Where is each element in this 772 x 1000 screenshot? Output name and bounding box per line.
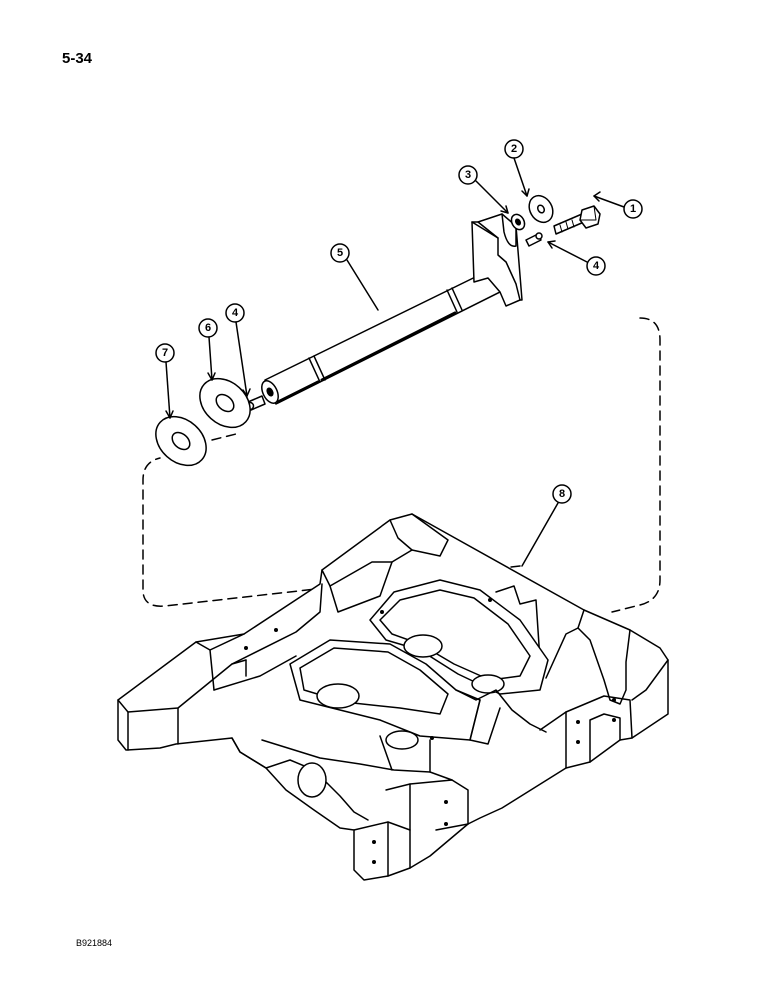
callout-label-3: 3 <box>465 169 471 181</box>
washer-part-2 <box>528 194 554 224</box>
callout-label-2: 2 <box>511 143 517 155</box>
bolt-holes <box>244 598 616 864</box>
nut-part-3 <box>510 213 526 231</box>
callout-5: 5 <box>330 243 379 311</box>
callout-2: 2 <box>504 139 530 197</box>
callout-3: 3 <box>458 165 509 214</box>
page-number: 5-34 <box>62 50 93 67</box>
bolt-part <box>553 205 601 235</box>
callout-4-lower: 4 <box>225 303 251 397</box>
grease-fitting-part-upper <box>525 232 543 247</box>
support-frame-part <box>117 513 669 881</box>
callout-label-4-upper: 4 <box>593 260 600 272</box>
callout-1: 1 <box>593 191 643 219</box>
callout-8: 8 <box>521 484 572 567</box>
callout-7: 7 <box>155 343 175 419</box>
assembly-group-outline <box>142 317 661 613</box>
callout-4-upper: 4 <box>547 240 606 276</box>
callout-label-7: 7 <box>162 347 168 359</box>
figure-code: B921884 <box>76 938 113 948</box>
shaft-part <box>261 213 523 405</box>
callout-label-1: 1 <box>630 203 636 215</box>
callout-label-4-lower: 4 <box>232 307 239 319</box>
callout-label-6: 6 <box>205 322 211 334</box>
callout-label-5: 5 <box>337 247 343 259</box>
washer-part-7 <box>155 415 207 467</box>
washer-part-6 <box>199 377 251 429</box>
callout-label-8: 8 <box>559 488 565 500</box>
callout-6: 6 <box>198 318 218 381</box>
